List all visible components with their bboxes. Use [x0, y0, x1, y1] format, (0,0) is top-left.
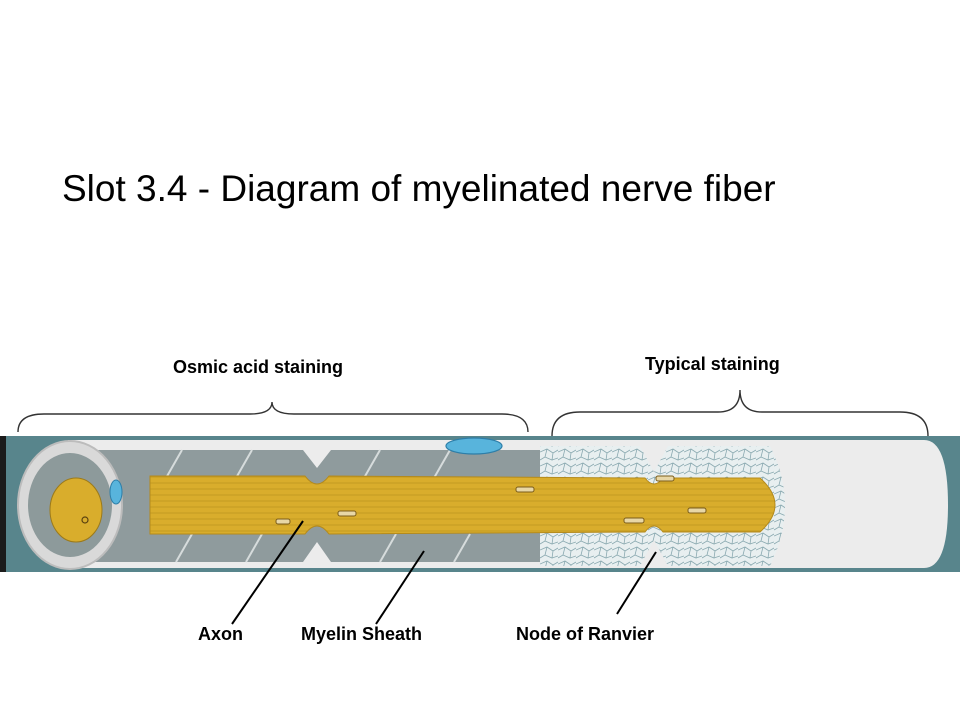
axon [149, 475, 776, 535]
osmic-bracket [17, 401, 529, 433]
page-title: Slot 3.4 - Diagram of myelinated nerve f… [62, 168, 776, 209]
cross-section-axon [49, 477, 103, 543]
axon-pointer [231, 520, 304, 625]
myelin-sheath-label: Myelin Sheath [301, 624, 423, 644]
left-border [0, 436, 6, 572]
myelin-pointer [375, 550, 425, 625]
typical-bracket [551, 389, 929, 437]
node-of-ranvier-label: Node of Ranvier [516, 624, 655, 644]
axon-mitochondria [275, 475, 707, 525]
typical-staining-label: Typical staining [645, 354, 780, 374]
incisure-lines [165, 449, 471, 563]
node-pointer [616, 551, 657, 615]
osmic-staining-label: Osmic acid staining [173, 357, 344, 377]
axon-label: Axon [198, 624, 243, 644]
schwann-nucleus [445, 437, 503, 455]
schwann-nucleus-end [109, 479, 123, 505]
